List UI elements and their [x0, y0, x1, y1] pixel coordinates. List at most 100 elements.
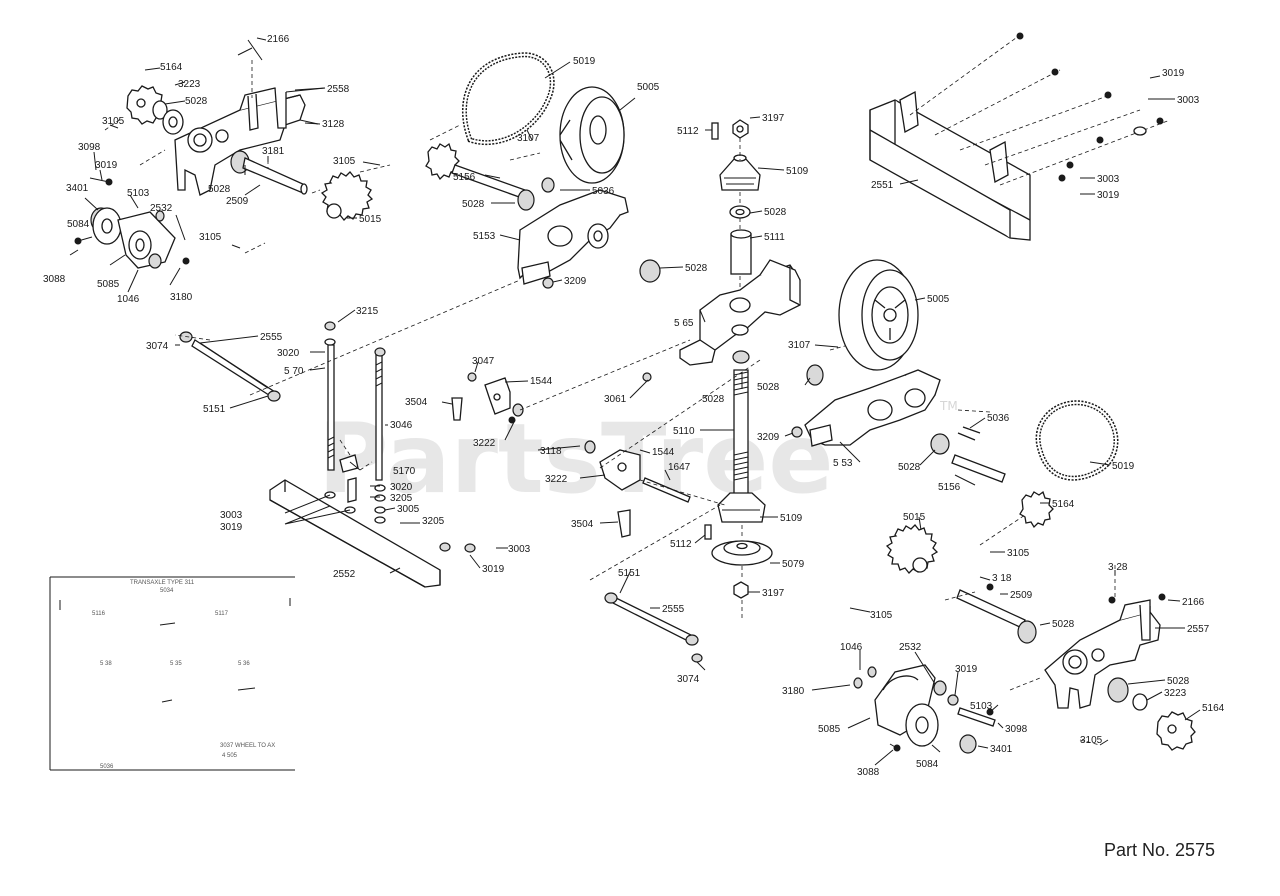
bottom-right-housing-assembly [853, 514, 1196, 754]
inset-label: 5117 [215, 611, 229, 617]
part-callout: 3047 [472, 356, 495, 367]
part-callout: 3 18 [992, 573, 1012, 584]
part-callout: 3205 [422, 516, 445, 527]
bottom-center-rod [589, 504, 721, 663]
part-callout: 3105 [102, 116, 125, 127]
part-callout: 5153 [473, 231, 496, 242]
part-callout: 2166 [267, 34, 290, 45]
part-callout: 3088 [43, 274, 66, 285]
part-callout: 3019 [1097, 190, 1120, 201]
inset-label: 5 38 [100, 661, 112, 667]
part-callout: 3223 [1164, 688, 1187, 699]
top-left-housing-assembly [74, 39, 374, 269]
part-callout: 3180 [782, 686, 805, 697]
part-callout: 3105 [870, 610, 893, 621]
part-callout: 5156 [938, 482, 961, 493]
part-callout: 5015 [359, 214, 382, 225]
part-callout: 5028 [702, 394, 725, 405]
part-callout: 3401 [990, 744, 1013, 755]
part-callout: 3504 [571, 519, 594, 530]
part-callout: 1544 [652, 447, 675, 458]
part-callout: 1647 [668, 462, 691, 473]
part-callout: 5028 [185, 96, 208, 107]
part-callout: 2552 [333, 569, 356, 580]
part-callout: 5112 [677, 126, 699, 137]
center-spindle-assembly [711, 119, 761, 290]
part-callout: 3019 [1162, 68, 1185, 79]
part-callout: 3222 [473, 438, 496, 449]
part-callout: 5111 [764, 232, 785, 243]
top-right-beam-assembly [869, 32, 1171, 241]
part-callout: 5015 [903, 512, 926, 523]
part-callout: 3074 [677, 674, 700, 685]
part-callout: 3105 [199, 232, 222, 243]
part-callout: 5109 [786, 166, 809, 177]
part-callout: 5164 [1202, 703, 1225, 714]
part-callout: 2555 [260, 332, 283, 343]
part-callout: 3003 [1097, 174, 1120, 185]
part-callout: 3209 [757, 432, 780, 443]
part-callout: 3105 [333, 156, 356, 167]
sprocket-5015b [885, 524, 939, 574]
inset-label: 5036 [100, 764, 114, 770]
top-center-belt-pulley [359, 52, 661, 289]
part-callout: 3 28 [1108, 562, 1128, 573]
part-callout: 5164 [1052, 499, 1075, 510]
part-callout: 1046 [117, 294, 140, 305]
part-callout: 2558 [327, 84, 350, 95]
center-left-brackets [451, 339, 761, 538]
part-callout: 3019 [955, 664, 978, 675]
part-callout: 5019 [573, 56, 596, 67]
shaft-2509 [242, 157, 306, 194]
part-callout: 3088 [857, 767, 880, 778]
part-callout: 2532 [150, 203, 173, 214]
part-callout: 3003 [1177, 95, 1200, 106]
part-callout: 3105 [1080, 735, 1103, 746]
right-pulley-arm-assembly [791, 259, 1119, 529]
part-callout: 5028 [898, 462, 921, 473]
part-callout: 5164 [160, 62, 183, 73]
part-callout: 2551 [871, 180, 894, 191]
part-callout: 5112 [670, 539, 692, 550]
part-callout: 3107 [517, 133, 540, 144]
part-callout: 3098 [78, 142, 101, 153]
inset-label: 5034 [160, 588, 174, 594]
part-callout: 5028 [764, 207, 787, 218]
part-callout: 5170 [393, 466, 416, 477]
inset-label: 5116 [92, 611, 106, 617]
part-callout: 3061 [604, 394, 627, 405]
part-callout: 5028 [208, 184, 231, 195]
part-callout: 5 70 [284, 366, 304, 377]
bevel-gear-5109 [719, 157, 761, 191]
part-callout: 5036 [987, 413, 1010, 424]
belt-5019 [461, 52, 555, 146]
inset-label: 5 35 [170, 661, 182, 667]
part-callout: 3046 [390, 420, 413, 431]
part-callout: 2166 [1182, 597, 1205, 608]
part-callout: 3019 [220, 522, 243, 533]
inset-label: 5 36 [238, 661, 250, 667]
part-callout: 3098 [1005, 724, 1028, 735]
part-callout: 3003 [508, 544, 531, 555]
part-callout: 5028 [462, 199, 485, 210]
inset-label: 4 505 [222, 753, 238, 759]
gear-5164b [1019, 490, 1054, 529]
callout-leaders [69, 37, 1201, 766]
part-callout: 3197 [762, 113, 785, 124]
part-callout: 5085 [818, 724, 841, 735]
part-callout: 5028 [757, 382, 780, 393]
part-callout: 5 53 [833, 458, 853, 469]
part-callout: 3180 [170, 292, 193, 303]
bevel-gear-5109b [717, 492, 766, 523]
part-callout: 5103 [970, 701, 993, 712]
part-callout: 5151 [618, 568, 641, 579]
part-callout: 5 65 [674, 318, 694, 329]
part-callout: 2555 [662, 604, 685, 615]
part-callout: 3105 [1007, 548, 1030, 559]
part-callout: 5028 [1167, 676, 1190, 687]
part-callout: 5151 [203, 404, 226, 415]
rod-2555 [191, 339, 276, 398]
part-callout: 3118 [540, 446, 562, 457]
part-callout: 1544 [530, 376, 553, 387]
